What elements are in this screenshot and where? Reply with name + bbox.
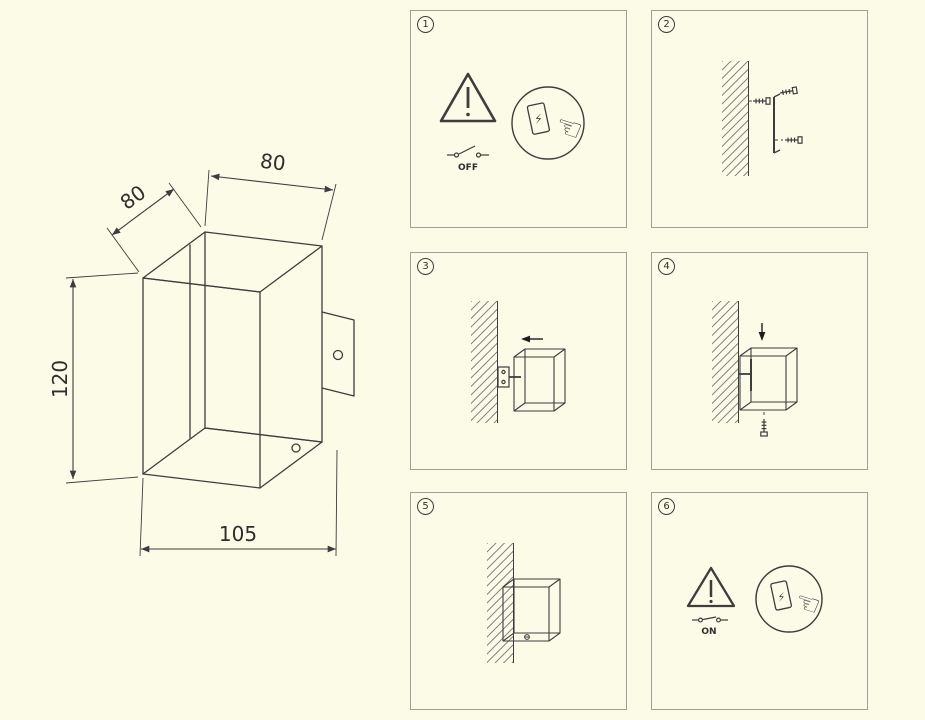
bottom-screw-hole [291,443,301,453]
step-number: 5 [417,498,434,515]
wall-hatch [471,301,498,423]
dim-label-length: 105 [219,522,257,546]
guide-lines [749,100,783,141]
step-number: 1 [417,16,434,33]
step-number: 6 [658,498,675,515]
step-box-6: 6 ON ⚡ ☜ [651,492,868,710]
switch-on-label: ON [701,627,716,637]
wall-bracket-small [739,359,752,391]
dim-label-height: 120 [48,360,72,398]
warning-triangle-icon [686,566,736,608]
step-number: 4 [658,258,675,275]
lamp-box-small [502,578,561,642]
step-box-2: 2 [651,10,868,228]
power-panel-detail: ⚡ ☜ [511,86,587,160]
step-number: 2 [658,16,675,33]
dimension-lines [65,169,338,557]
switch-off-label: OFF [458,163,478,173]
pointing-hand-icon: ☜ [551,108,587,150]
direction-arrow-left-icon [521,335,543,343]
warning-triangle-icon [439,72,497,123]
wall-hatch [722,61,749,176]
screw-icon [760,412,768,437]
dim-label-depth: 80 [116,180,151,214]
switch-off-icon [447,145,489,158]
direction-arrow-down-icon [758,323,766,341]
lamp-body [142,231,323,489]
lamp-box-small [513,348,566,412]
step-number: 3 [417,258,434,275]
screw-icon [524,634,530,640]
wall-bracket-small [497,366,521,388]
step-box-1: 1 OFF ⚡ ☜ [410,10,627,228]
wall-bracket [321,311,355,397]
wall-hatch [712,301,739,423]
power-panel-detail: ⚡ ☜ [755,565,825,633]
dim-line-depth [111,188,175,236]
switch-on-icon [692,616,728,623]
mounting-plate [773,93,781,154]
step-box-4: 4 [651,252,868,470]
step-box-5: 5 [410,492,627,710]
lamp-box-small [739,347,798,411]
step-box-3: 3 [410,252,627,470]
dim-line-width [210,173,334,193]
pointing-hand-icon: ☜ [791,584,825,623]
lightning-bolt-icon: ⚡ [533,111,544,126]
dim-label-width: 80 [259,149,287,176]
lightning-bolt-icon: ⚡ [776,590,786,604]
dimension-drawing: 80 80 120 105 [48,149,355,557]
